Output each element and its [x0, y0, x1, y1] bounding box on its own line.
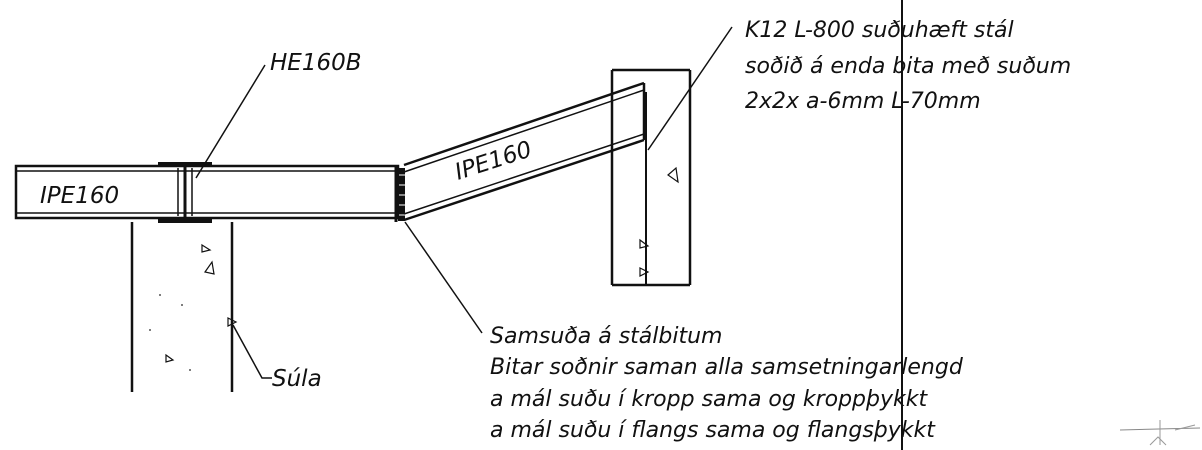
he160b-label: HE160B: [270, 50, 362, 76]
left-beam: IPE160: [14, 164, 400, 220]
concrete-hatch-4: [165, 353, 175, 363]
steel-note-line-3: 2x2x a-6mm L-70mm: [745, 89, 981, 114]
concrete-hatch-2: [203, 260, 215, 275]
sloped-beam-top-flange-line: [403, 89, 645, 173]
sloped-beam-bottom-edge: [403, 138, 645, 222]
wall-hatch-2: [639, 238, 650, 249]
left-beam-label: IPE160: [40, 183, 119, 209]
he160b-section: [158, 162, 212, 223]
right-wall: [610, 68, 692, 287]
steel-note-line-2: soðið á enda bita með suðum: [745, 54, 1071, 79]
steel-note-leader-line: [647, 26, 733, 151]
concrete-dot-2: [181, 304, 183, 306]
sula-label: Súla: [272, 366, 322, 392]
sloped-beam-bottom-flange-line: [403, 133, 645, 215]
concrete-hatch-1: [201, 243, 212, 253]
sula-leader-line: [232, 324, 272, 379]
he-top-flange: [158, 162, 212, 167]
weld-note-line-2: Bitar soðnir saman alla samsetningarleng…: [490, 355, 964, 380]
wall-hatch-1: [667, 166, 679, 184]
steel-note-line-1: K12 L-800 suðuhæft stál: [745, 18, 1014, 43]
splice-weld: [394, 166, 405, 222]
sloped-beam-top-edge: [403, 81, 645, 167]
column: [130, 222, 238, 392]
concrete-dot-1: [159, 294, 161, 296]
weld-note-line-4: a mál suðu í flangs sama og flangsþykkt: [490, 418, 936, 443]
sloped-beam: IPE160: [403, 81, 646, 222]
faint-mark-symbol: [1149, 420, 1196, 446]
concrete-dot-3: [149, 329, 151, 331]
weld-note-line-1: Samsuða á stálbitum: [490, 324, 722, 349]
wall-hatch-3: [639, 267, 650, 277]
he-bottom-flange: [158, 217, 212, 223]
concrete-dot-4: [189, 369, 191, 371]
weld-note-line-3: a mál suðu í kropp sama og kroppþykkt: [490, 387, 928, 412]
he160b-leader-line: [195, 64, 266, 179]
weld-note-leader-line: [404, 221, 483, 334]
concrete-hatch-3: [227, 317, 238, 327]
